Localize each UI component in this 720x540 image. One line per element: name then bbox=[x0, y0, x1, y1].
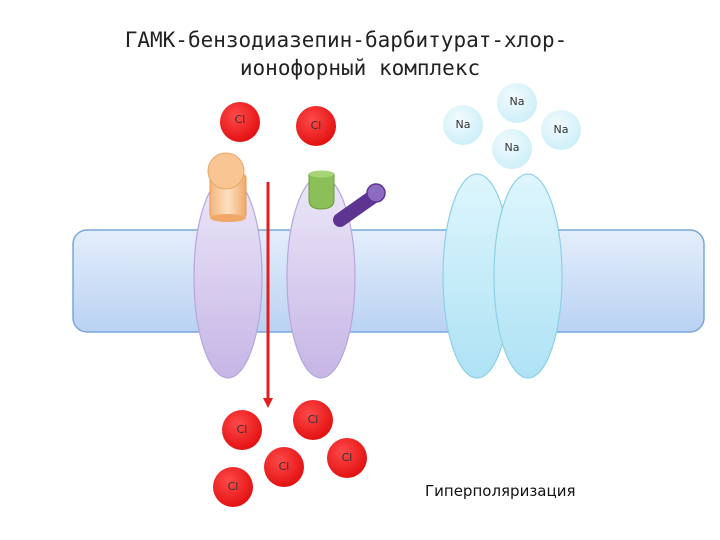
benzodiazepine-binding-site bbox=[308, 173, 335, 210]
na-ion: Na bbox=[443, 105, 483, 145]
cl-ion-label: Cl bbox=[237, 423, 248, 436]
na-ion: Na bbox=[492, 129, 532, 169]
hyperpolarization-caption: Гиперполяризация bbox=[425, 482, 576, 500]
cl-ion: Cl bbox=[222, 410, 262, 450]
na-ion-label: Na bbox=[510, 95, 525, 108]
gaba-binding-site bbox=[207, 152, 247, 222]
na-ion-label: Na bbox=[505, 141, 520, 154]
diagram-title: ГАМК-бензодиазепин-барбитурат-хлор- ионо… bbox=[0, 26, 720, 82]
cell-membrane bbox=[72, 229, 705, 333]
cl-ion: Cl bbox=[293, 400, 333, 440]
na-ion: Na bbox=[541, 110, 581, 150]
cl-ion-label: Cl bbox=[308, 413, 319, 426]
na-ion-label: Na bbox=[554, 123, 569, 136]
cl-ion: Cl bbox=[296, 106, 336, 146]
cl-ion: Cl bbox=[213, 467, 253, 507]
cl-ion-label: Cl bbox=[228, 480, 239, 493]
cl-ion: Cl bbox=[327, 438, 367, 478]
cl-ion-label: Cl bbox=[311, 119, 322, 132]
cl-ion-label: Cl bbox=[279, 460, 290, 473]
na-ion-label: Na bbox=[456, 118, 471, 131]
na-channel-subunit-right bbox=[493, 173, 563, 379]
title-line-1: ГАМК-бензодиазепин-барбитурат-хлор- bbox=[124, 28, 568, 52]
cl-ion: Cl bbox=[264, 447, 304, 487]
title-line-2: ионофорный комплекс bbox=[239, 56, 481, 80]
benzodiazepine-site-top bbox=[309, 170, 334, 178]
cl-ion: Cl bbox=[220, 102, 260, 142]
cl-ion-label: Cl bbox=[342, 451, 353, 464]
cl-ion-label: Cl bbox=[235, 113, 246, 126]
barbiturate-binding-site bbox=[333, 183, 386, 227]
na-ion: Na bbox=[497, 83, 537, 123]
